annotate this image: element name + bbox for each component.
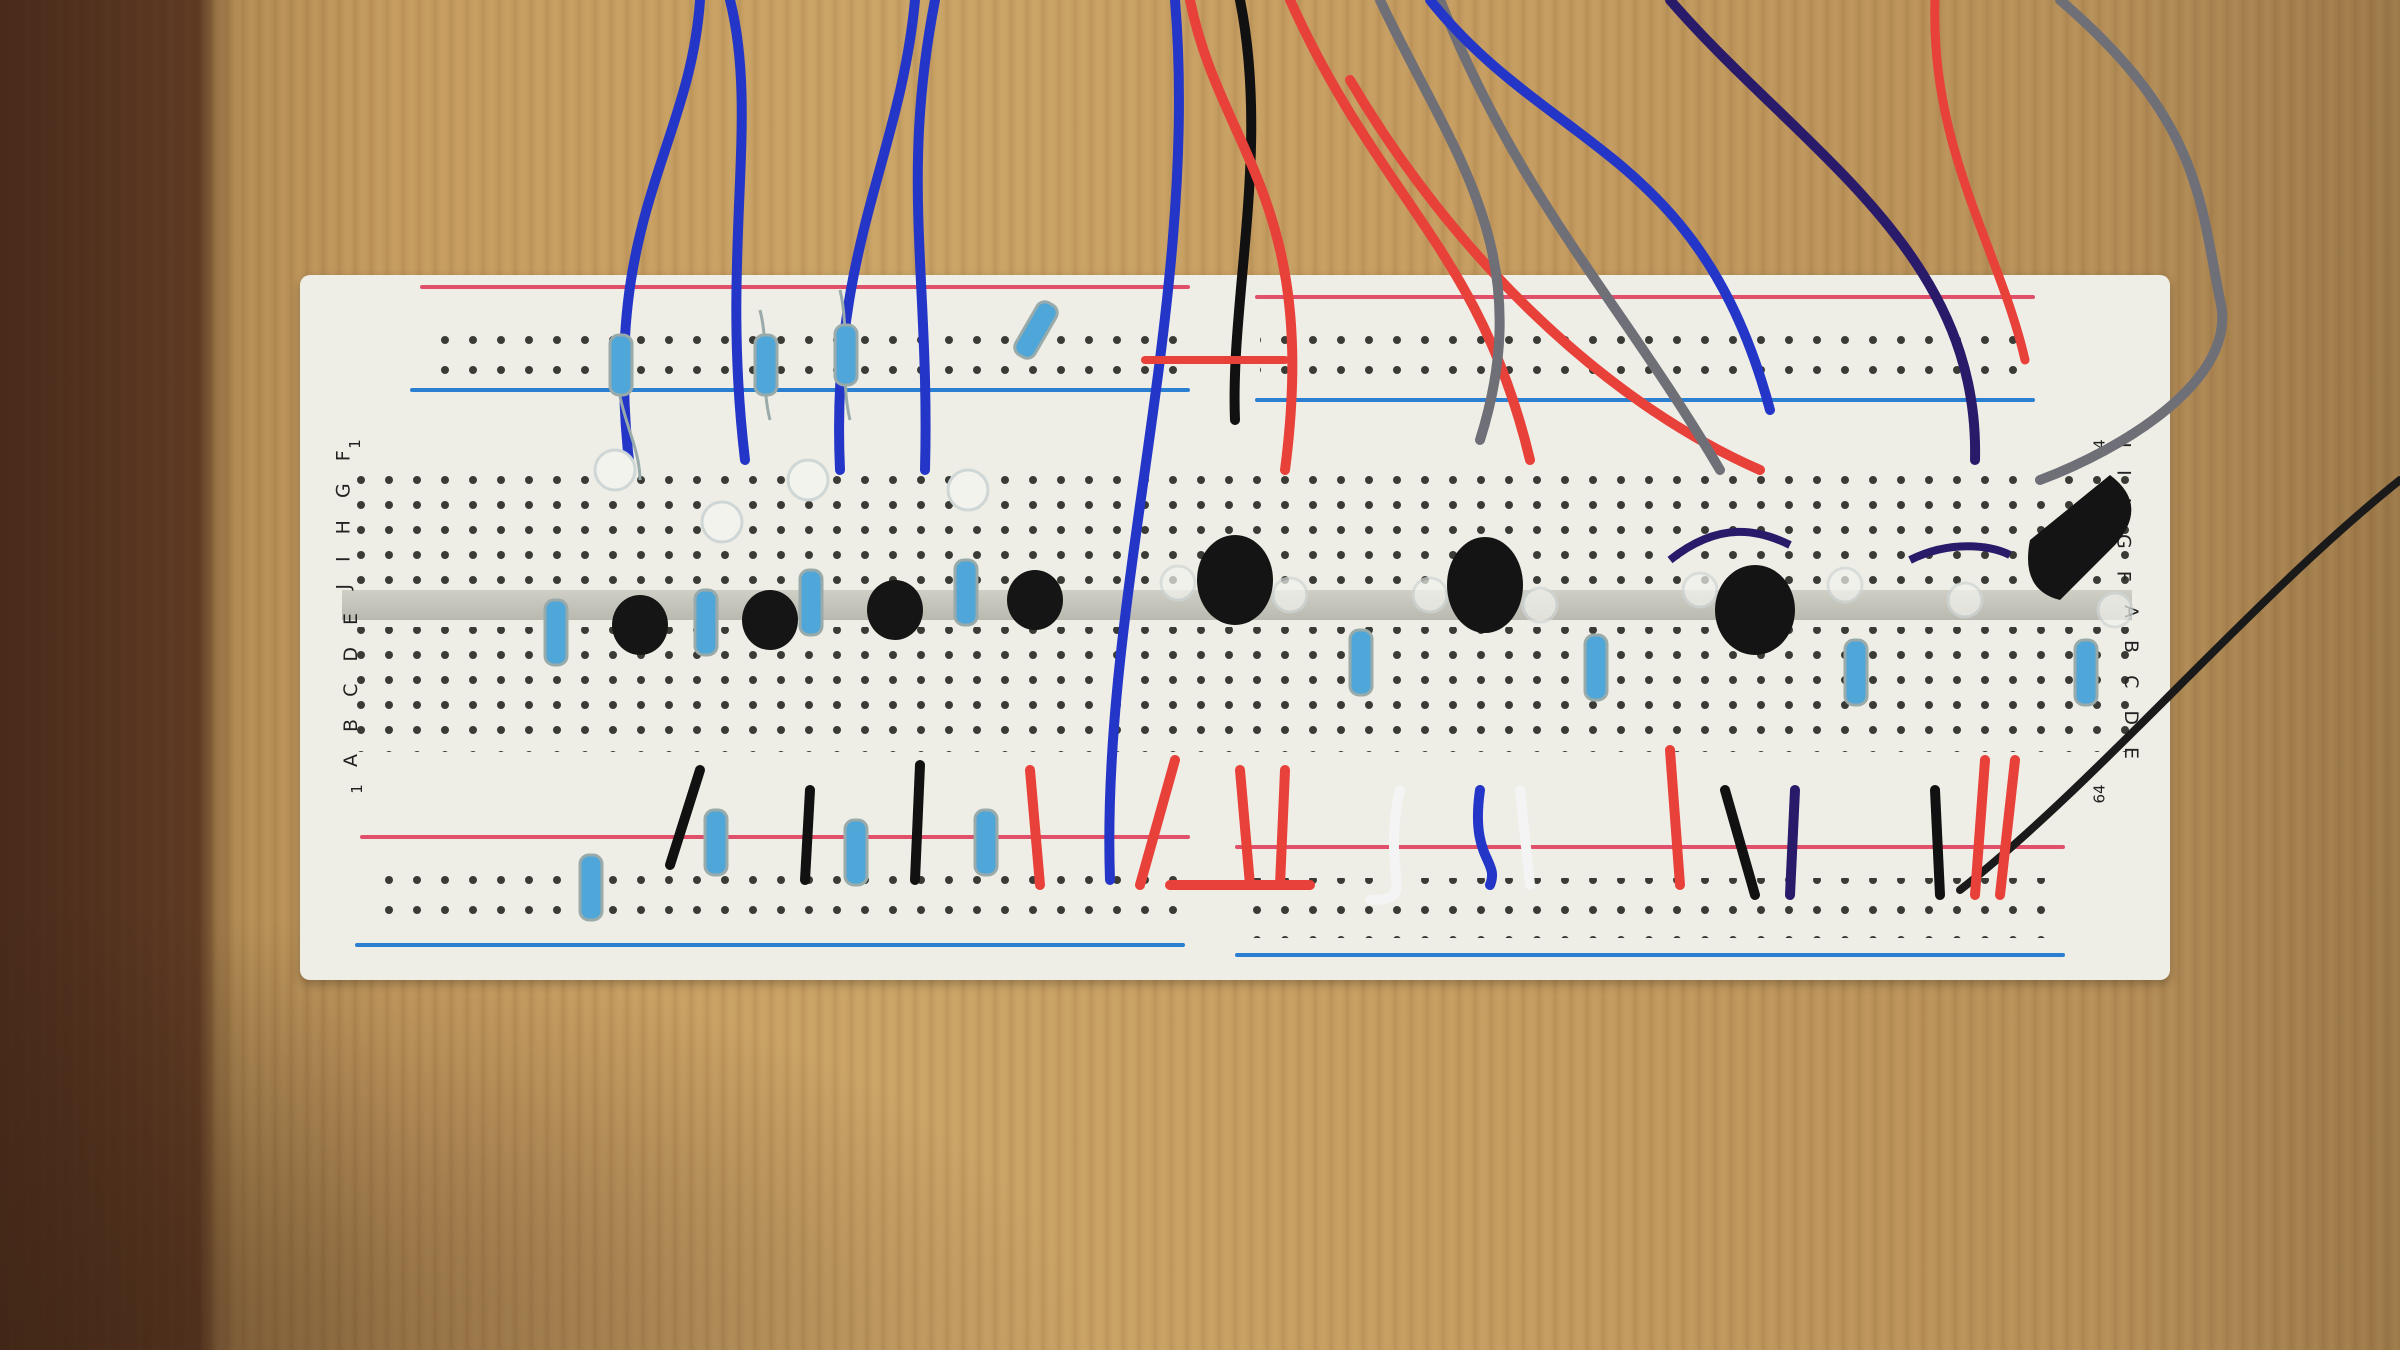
top-blue-rail-left bbox=[410, 388, 1190, 392]
bottom-red-rail-left bbox=[360, 835, 1190, 839]
row-labels-top-left: J I H G F bbox=[332, 442, 355, 590]
bottom-blue-rail-left bbox=[355, 943, 1185, 947]
row-labels-bottom-right: A B C D E bbox=[2120, 604, 2143, 768]
row-labels-bottom-left: A B C D E bbox=[340, 604, 363, 768]
column-label-last-bottom: 64 bbox=[2090, 784, 2109, 804]
column-label-last-top: 64 bbox=[2090, 439, 2109, 459]
column-label-first-top: 1 bbox=[345, 439, 364, 449]
bottom-red-rail-right bbox=[1235, 845, 2065, 849]
column-label-first-bottom: 1 bbox=[347, 784, 366, 794]
row-labels-top-right: J I H G F bbox=[2112, 442, 2135, 590]
top-red-rail-left bbox=[420, 285, 1190, 289]
bottom-blue-rail-right bbox=[1235, 953, 2065, 957]
breadboard: J I H G F A B C D E J I H G F A B C D E … bbox=[300, 275, 2170, 980]
hole-grid bbox=[350, 315, 2145, 938]
